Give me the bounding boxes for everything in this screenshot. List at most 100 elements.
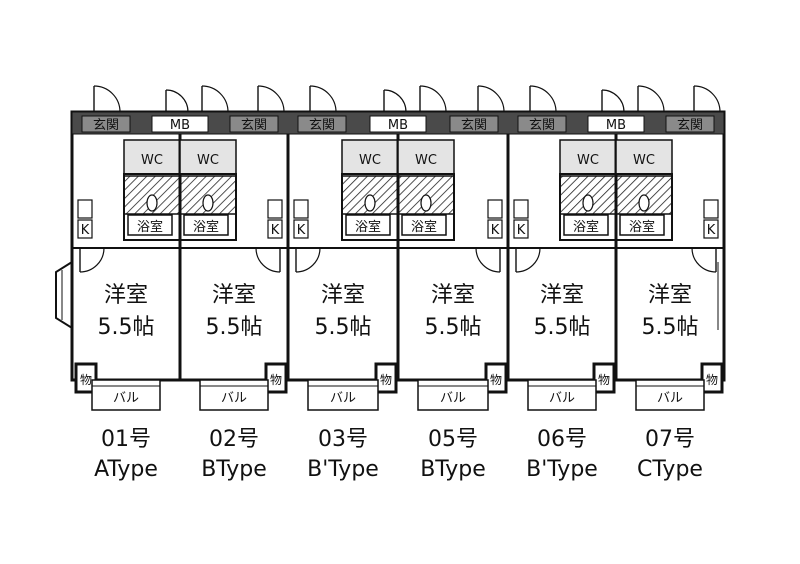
door-swing (419, 85, 447, 113)
toilet-room (341, 139, 399, 175)
door-arc (257, 85, 285, 113)
toilet-label: WC (415, 153, 437, 168)
room-name: 洋室 (321, 283, 365, 308)
unit-number: 07号 (645, 427, 695, 452)
room-name: 洋室 (431, 283, 475, 308)
room-name: 洋室 (212, 283, 256, 308)
door-swing (79, 247, 105, 273)
door-arc (79, 247, 105, 273)
door-arc (529, 85, 557, 113)
room-name: 洋室 (104, 283, 148, 308)
entrance-box (449, 115, 499, 133)
bath-room (397, 173, 455, 241)
bath-room (615, 173, 673, 241)
storage-label: 物 (490, 373, 502, 387)
entrance-label: 玄関 (677, 118, 703, 133)
entrance-box (229, 115, 279, 133)
unit-number: 02号 (209, 427, 259, 452)
meter-box (587, 115, 645, 133)
room-name: 洋室 (540, 283, 584, 308)
entrance-label: 玄関 (461, 118, 487, 133)
door-arc (201, 85, 229, 113)
balcony (199, 379, 269, 411)
washbasin-icon (364, 194, 376, 212)
toilet-label: WC (633, 153, 655, 168)
entrance-box (517, 115, 567, 133)
meter-box-label: MB (606, 118, 626, 133)
door-swing (691, 247, 717, 273)
unit-type: B'Type (307, 457, 379, 482)
unit-type: BType (420, 457, 486, 482)
door-swing (255, 247, 281, 273)
balcony (307, 379, 379, 411)
room-size: 5.5帖 (642, 315, 699, 340)
door-swing (257, 85, 285, 113)
balcony-label: バル (221, 391, 247, 406)
door-swing (201, 85, 229, 113)
door-arc (383, 89, 407, 113)
balcony-label: バル (440, 391, 466, 406)
bath-label: 浴室 (193, 219, 219, 235)
unit-type: CType (637, 457, 703, 482)
door-swing (477, 85, 505, 113)
kitchen-box (293, 219, 309, 239)
door-swing (309, 85, 337, 113)
meter-box (151, 115, 209, 133)
balcony-label: バル (330, 391, 356, 406)
door-swing (601, 89, 625, 113)
toilet-label: WC (577, 153, 599, 168)
door-swing (93, 85, 121, 113)
kitchen-box (513, 219, 529, 239)
washbasin-icon (582, 194, 594, 212)
washbasin-icon (638, 194, 650, 212)
kitchen-box (77, 219, 93, 239)
bath-room (179, 173, 237, 241)
kitchen-label: K (707, 223, 716, 238)
door-arc (295, 247, 321, 273)
door-arc (93, 85, 121, 113)
entrance-box (665, 115, 715, 133)
bath-label: 浴室 (573, 219, 599, 235)
kitchen-label: K (517, 223, 526, 238)
door-swing (515, 247, 541, 273)
storage-closet (592, 362, 616, 394)
entrance-label: 玄関 (309, 118, 335, 133)
balcony (635, 379, 705, 411)
washbasin-icon (202, 194, 214, 212)
storage-closet (374, 362, 398, 394)
bath-label: 浴室 (629, 219, 655, 235)
kitchen-sink-icon (513, 199, 529, 219)
toilet-room (397, 139, 455, 175)
entrance-box (81, 115, 131, 133)
unit-type: B'Type (526, 457, 598, 482)
door-arc (419, 85, 447, 113)
entrance-label: 玄関 (241, 118, 267, 133)
storage-closet (264, 362, 288, 394)
storage-label: 物 (270, 373, 282, 387)
storage-closet (484, 362, 508, 394)
unit-number: 05号 (428, 427, 478, 452)
kitchen-label: K (297, 223, 306, 238)
kitchen-box (487, 219, 503, 239)
kitchen-label: K (81, 223, 90, 238)
storage-closet (700, 362, 724, 394)
kitchen-sink-icon (77, 199, 93, 219)
kitchen-sink-icon (703, 199, 719, 219)
kitchen-sink-icon (293, 199, 309, 219)
door-arc (309, 85, 337, 113)
balcony (527, 379, 597, 411)
balcony-label: バル (657, 391, 683, 406)
door-arc (475, 247, 501, 273)
door-swing (475, 247, 501, 273)
kitchen-box (703, 219, 719, 239)
door-swing (693, 85, 721, 113)
storage-label: 物 (380, 373, 392, 387)
storage-closet (74, 362, 98, 394)
door-arc (255, 247, 281, 273)
room-size: 5.5帖 (534, 315, 591, 340)
